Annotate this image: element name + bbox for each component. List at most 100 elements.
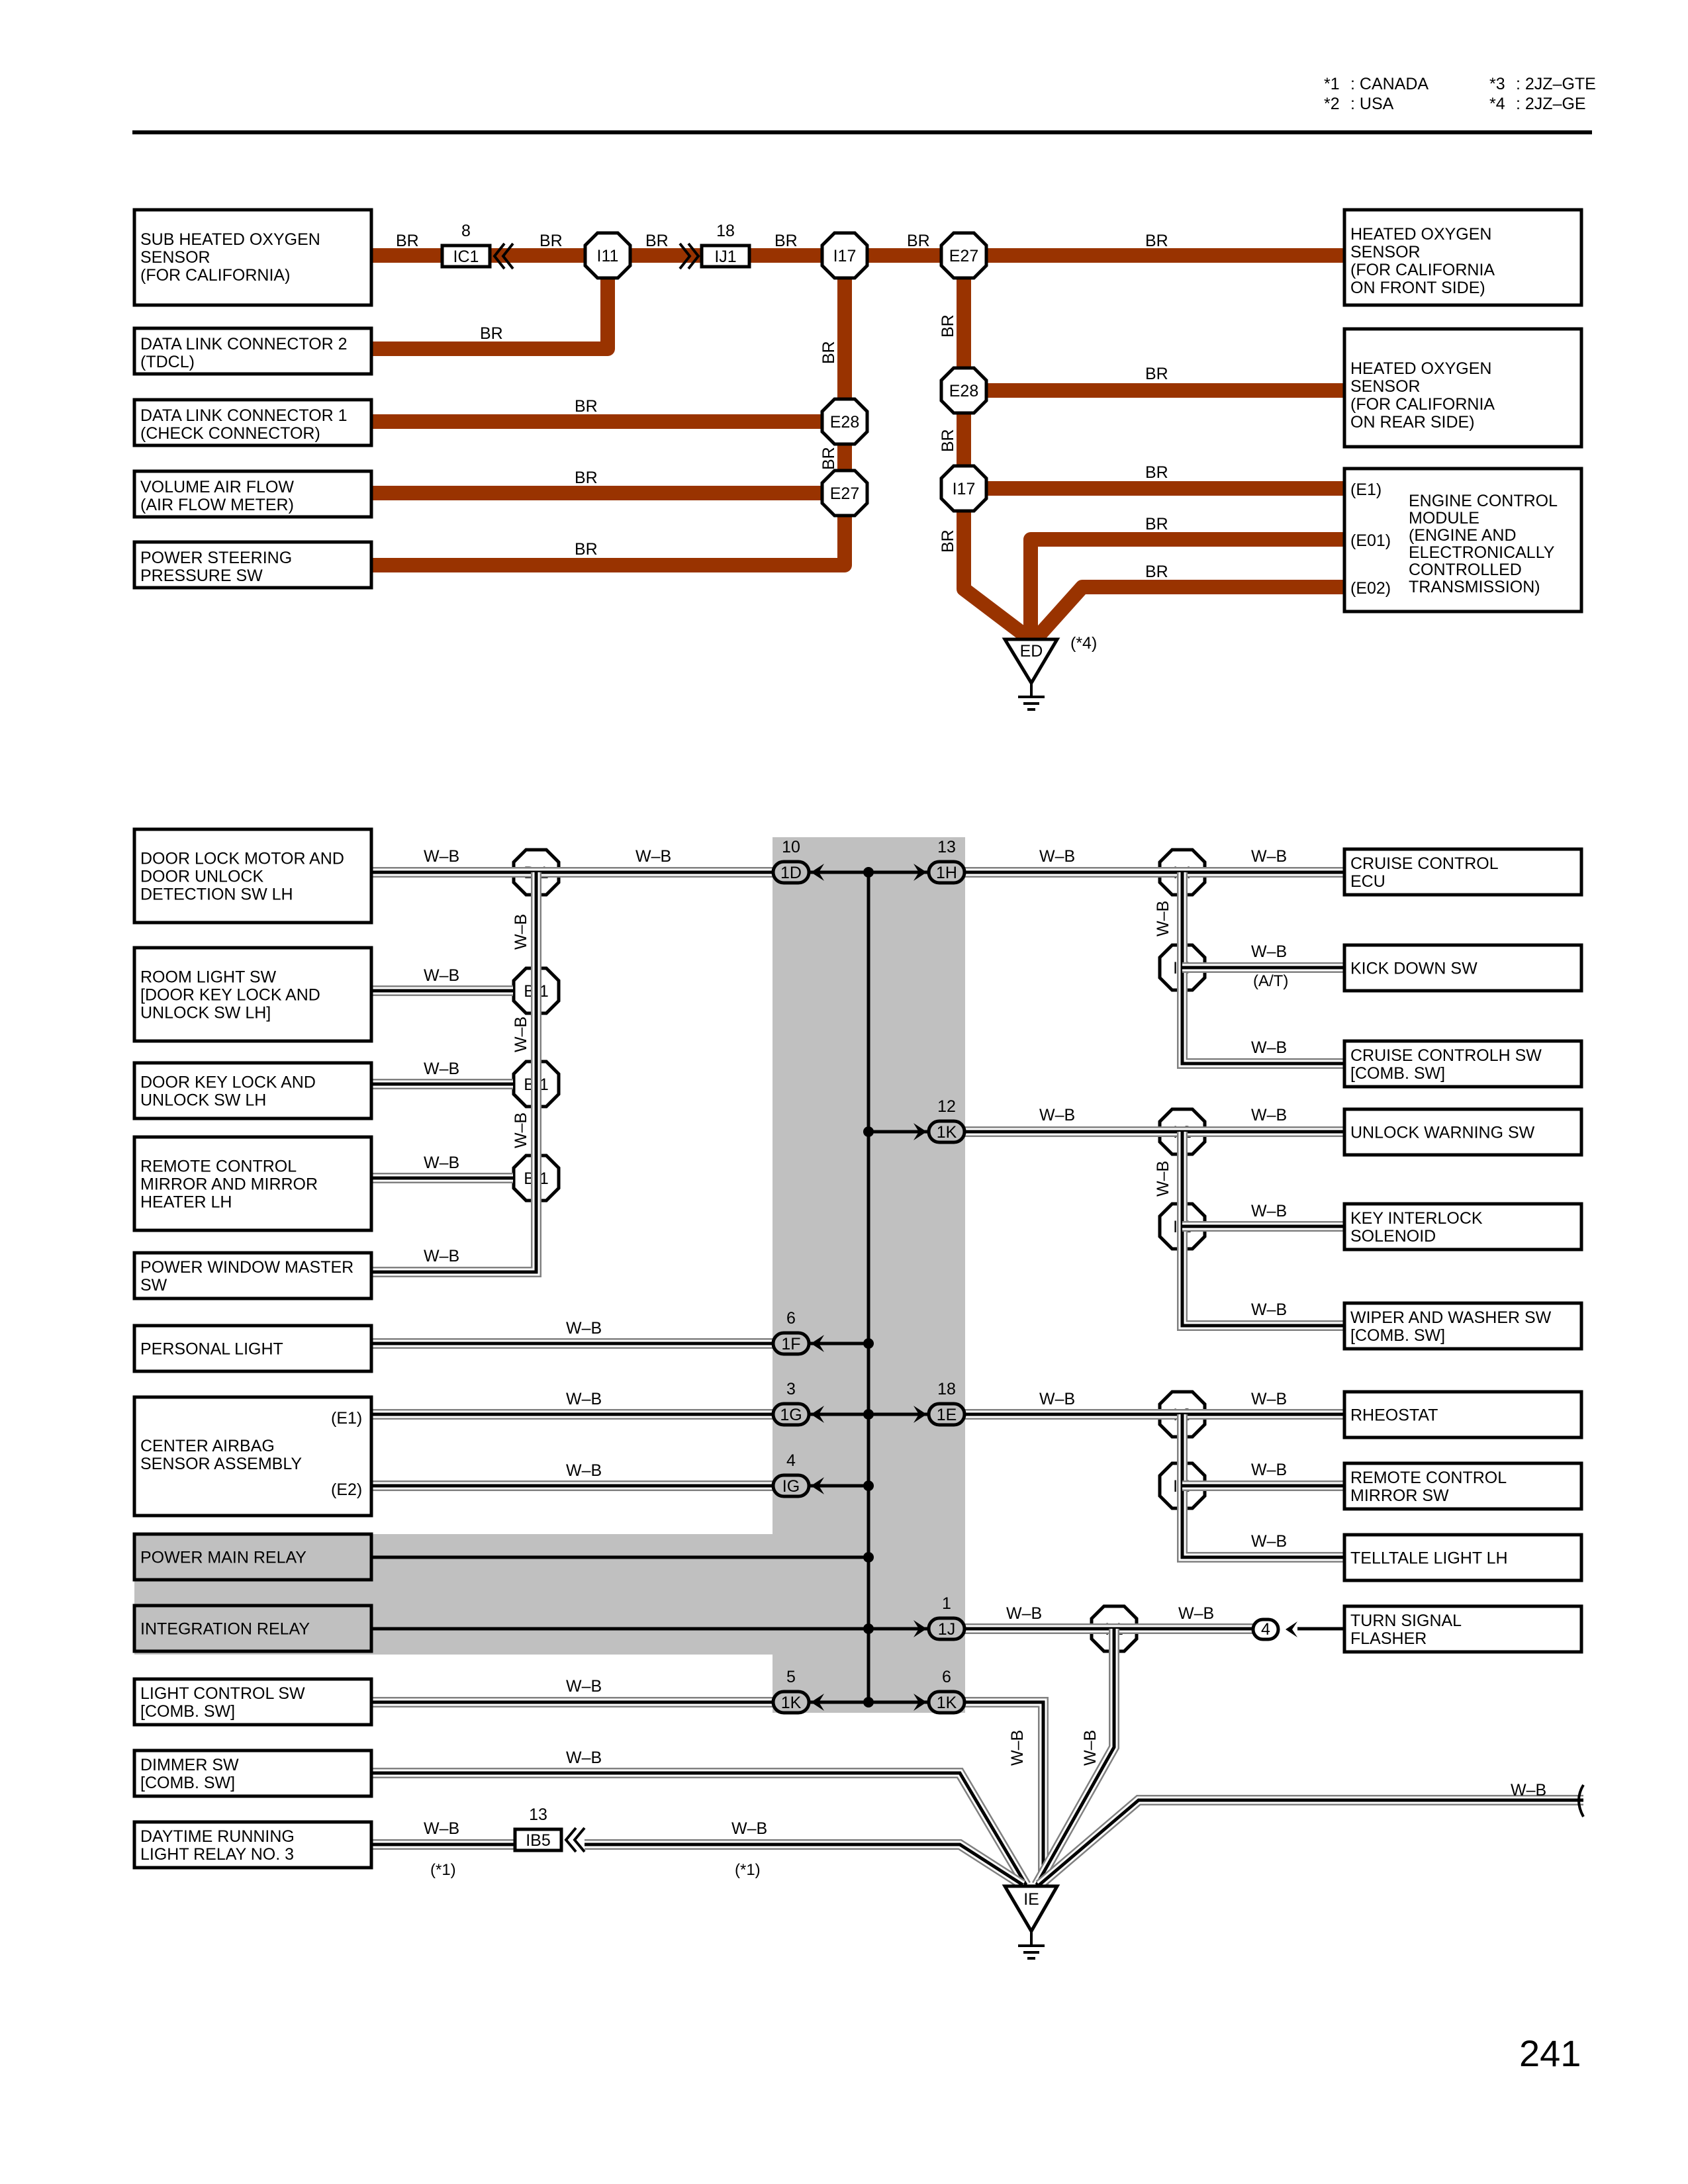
jb-connector[interactable]: 1F6 <box>771 1309 824 1356</box>
component-label-line: KEY INTERLOCK <box>1350 1209 1483 1228</box>
ground-note: (*4) <box>1070 634 1097 653</box>
component-label-line: (FOR CALIFORNIA <box>1350 395 1495 414</box>
component-label-line: HEATER LH <box>140 1193 232 1212</box>
jb-connector[interactable]: 1G3 <box>771 1380 824 1427</box>
connector-id: 1K <box>937 1123 957 1142</box>
wire-label: W–B <box>1251 1106 1287 1124</box>
component-box-cruise-control-sw[interactable] <box>1342 1039 1583 1089</box>
component-box-rheostat[interactable] <box>1342 1390 1583 1439</box>
br-wire <box>1023 532 1344 639</box>
wire-label: BR <box>774 232 798 250</box>
component-box-remote-control-mirror-sw[interactable] <box>1342 1461 1583 1511</box>
legend: *1 : CANADA *2 : USA *3 : 2JZ–GTE *4 : 2… <box>1324 75 1596 113</box>
component-box-power-window-master-sw[interactable] <box>132 1251 373 1300</box>
male-terminal-icon <box>914 1123 927 1140</box>
ground-id: IE <box>1023 1890 1039 1909</box>
male-terminal-icon <box>564 1827 586 1853</box>
wire-label: W–B <box>566 1390 602 1408</box>
connector-id: 1J <box>938 1620 955 1639</box>
ib5-note-right: (*1) <box>735 1861 761 1879</box>
wire-label: BR <box>396 232 419 250</box>
component-box-turn-signal-flasher[interactable] <box>1342 1604 1583 1654</box>
component-box-key-interlock-solenoid[interactable] <box>1342 1202 1583 1251</box>
component-label-line: [COMB. SW] <box>1350 1064 1445 1083</box>
ground-icon <box>1018 1931 1045 1960</box>
wb-wire <box>1032 1629 1119 1888</box>
br-labels: BR BR BR BR BR BR BR BR BR BR BR BR BR B… <box>396 232 1168 581</box>
wire-label: W–B <box>1008 1730 1027 1766</box>
component-box-heated-oxygen-sensor-front[interactable] <box>1342 208 1583 307</box>
junction-E27[interactable]: E27 <box>939 231 988 280</box>
connector-IC1[interactable]: IC1 8 <box>440 222 514 270</box>
wire-label: BR <box>820 447 838 470</box>
component-box-kick-down-sw[interactable] <box>1342 943 1583 993</box>
component-box-personal-light[interactable] <box>132 1324 373 1373</box>
component-box-door-lock-motor[interactable] <box>132 827 373 925</box>
component-label-line: HEATED OXYGEN <box>1350 359 1491 378</box>
component-box-sub-heated-oxygen-sensor[interactable] <box>132 208 373 307</box>
jb-connector[interactable]: 1K5 <box>771 1668 824 1715</box>
wire-label: BR <box>939 314 957 338</box>
component-box-room-light-sw[interactable] <box>132 946 373 1043</box>
wire-label: W–B <box>1039 1390 1075 1408</box>
component-box-center-airbag-sensor[interactable] <box>132 1395 373 1518</box>
junction-I17[interactable]: I17 <box>820 231 869 280</box>
component-box-light-control-sw[interactable] <box>132 1677 373 1727</box>
wire-label: BR <box>1145 563 1168 581</box>
br-wire <box>372 493 852 572</box>
component-label-line: (CHECK CONNECTOR) <box>140 424 320 443</box>
ground-ED[interactable]: ED (*4) <box>1002 634 1097 711</box>
component-box-power-main-relay[interactable] <box>132 1532 373 1582</box>
connector-id: IG <box>782 1477 800 1496</box>
component-box-volume-air-flow[interactable] <box>132 469 373 519</box>
ib5-note-left: (*1) <box>430 1861 456 1879</box>
component-box-unlock-warning-sw[interactable] <box>1342 1107 1583 1157</box>
wb-wire <box>371 1768 1031 1888</box>
component-box-telltale-light-lh[interactable] <box>1342 1533 1583 1582</box>
component-box-engine-control-module[interactable] <box>1342 467 1583 614</box>
component-box-data-link-connector-1[interactable] <box>132 398 373 447</box>
component-box-remote-control-mirror-heater[interactable] <box>132 1135 373 1232</box>
component-box-data-link-connector-2[interactable] <box>132 326 373 376</box>
connector-id: 1D <box>780 864 802 882</box>
junction-I11[interactable]: I11 <box>583 231 632 280</box>
jb-connector[interactable]: IG4 <box>771 1451 824 1498</box>
continuation-bracket-icon <box>1577 1784 1585 1817</box>
header-rule <box>132 130 1592 134</box>
component-box-dimmer-sw[interactable] <box>132 1749 373 1798</box>
component-label-line: (FOR CALIFORNIA <box>1350 261 1495 279</box>
junction-E28[interactable]: E28 <box>820 397 869 446</box>
jb-connector[interactable]: 1K6 <box>914 1668 966 1715</box>
component-box-heated-oxygen-sensor-rear[interactable] <box>1342 327 1583 449</box>
component-box-daytime-running-light-relay[interactable] <box>132 1820 373 1870</box>
bus-dots <box>863 867 874 1707</box>
jb-connector[interactable]: 1J1 <box>914 1594 966 1641</box>
connector-IJ1[interactable]: IJ1 18 <box>679 222 751 270</box>
wire-label: BR <box>1145 365 1168 383</box>
connector-pin: 5 <box>786 1668 796 1686</box>
junction-E28[interactable]: E28 <box>939 366 988 415</box>
junction-E27[interactable]: E27 <box>820 469 869 518</box>
component-box-power-steering-pressure-sw[interactable] <box>132 540 373 590</box>
wb-wire <box>1035 1795 1583 1889</box>
junction-I17[interactable]: I17 <box>939 464 988 513</box>
connector-IB5[interactable]: IB5 13 (*1) (*1) <box>430 1805 761 1879</box>
component-label-line: [DOOR KEY LOCK AND <box>140 986 320 1005</box>
wire-label: W–B <box>635 847 671 866</box>
component-label-line: VOLUME AIR FLOW <box>140 478 294 496</box>
connector-id: 1K <box>781 1694 802 1712</box>
junction-id: I11 <box>597 247 619 265</box>
component-box-integration-relay[interactable] <box>132 1604 373 1653</box>
component-box-cruise-control-ecu[interactable] <box>1342 847 1583 897</box>
connector-turn-signal-flasher[interactable]: 4 <box>1251 1617 1297 1641</box>
ground-IE[interactable]: IE <box>1002 1884 1060 1960</box>
component-box-wiper-washer-sw[interactable] <box>1342 1301 1583 1351</box>
component-box-door-key-lock-sw[interactable] <box>132 1061 373 1120</box>
component-label-line: DOOR UNLOCK <box>140 868 263 886</box>
wire-label: BR <box>1145 515 1168 533</box>
